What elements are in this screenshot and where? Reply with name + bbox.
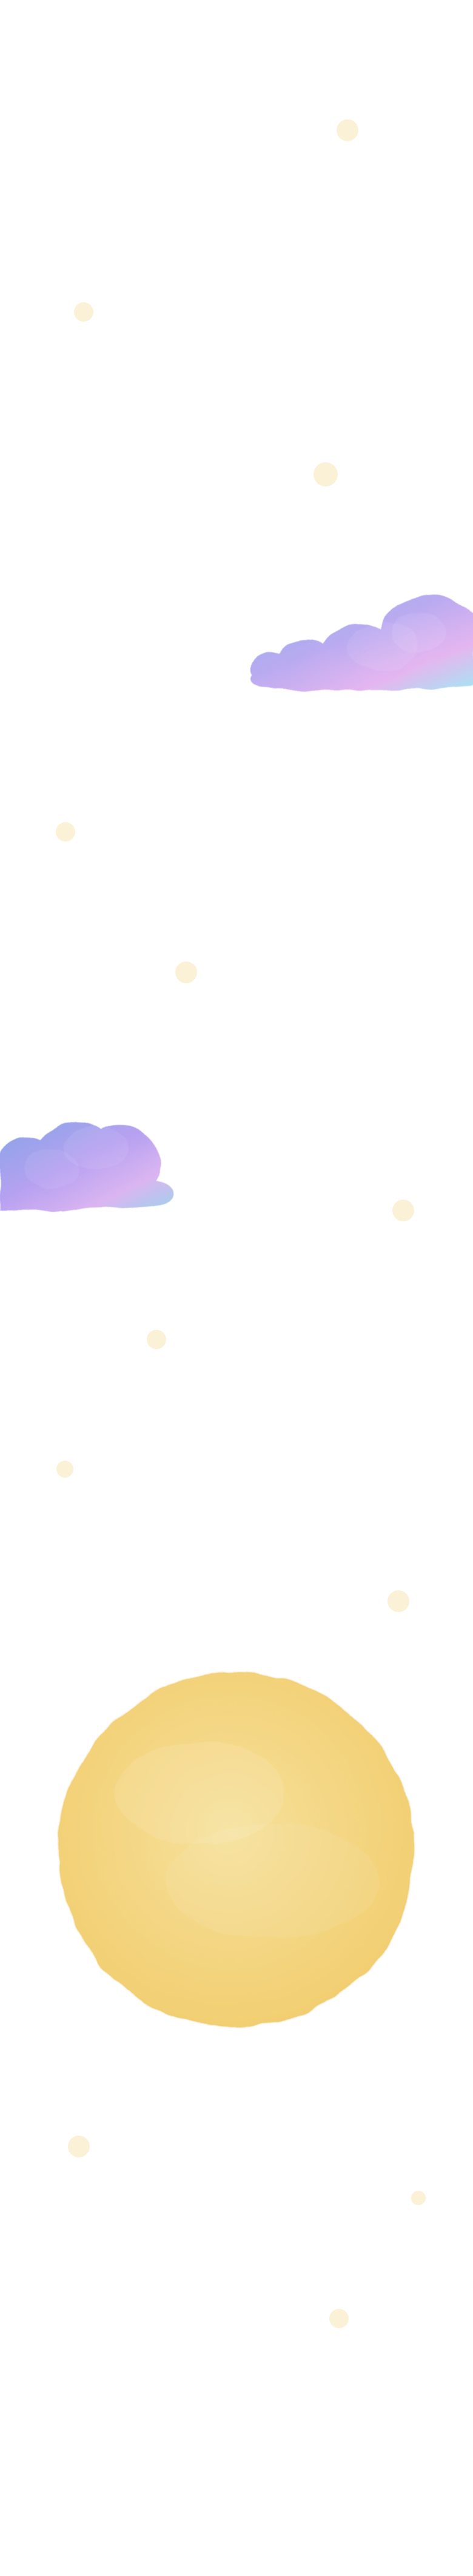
soft-dot bbox=[314, 462, 338, 486]
soft-dots-layer bbox=[56, 119, 426, 2328]
soft-dot bbox=[175, 961, 197, 983]
soft-dot bbox=[329, 2309, 349, 2328]
soft-dot bbox=[387, 1590, 409, 1612]
cloud-illustration bbox=[251, 596, 473, 691]
soft-dot bbox=[147, 1330, 166, 1349]
soft-dot bbox=[392, 1200, 414, 1221]
soft-dot bbox=[68, 2136, 90, 2157]
moon-illustration bbox=[58, 1671, 415, 2028]
soft-dot bbox=[411, 2191, 426, 2205]
soft-dot bbox=[56, 822, 75, 842]
cloud-illustration bbox=[0, 1122, 173, 1210]
soft-dot bbox=[74, 302, 93, 322]
soft-dot bbox=[56, 1461, 73, 1478]
soft-dot bbox=[337, 119, 358, 141]
